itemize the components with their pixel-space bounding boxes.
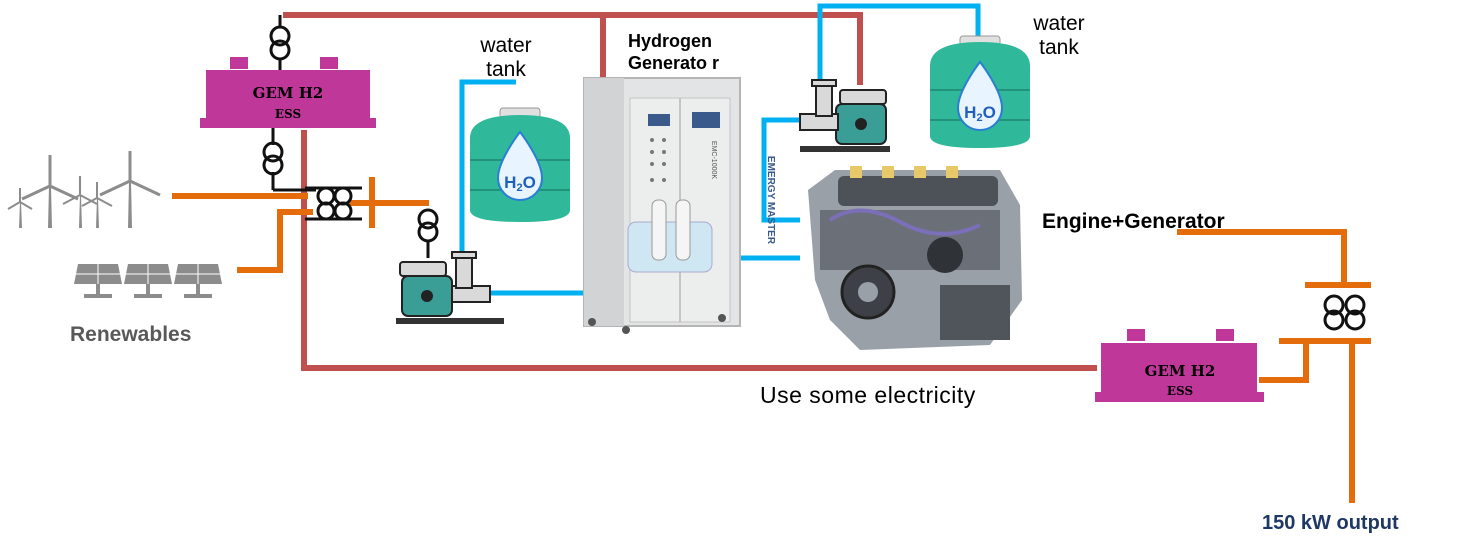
water-pump-right-icon bbox=[799, 79, 890, 152]
wind-turbines-icon bbox=[7, 151, 161, 228]
ess-title: GEM H2 bbox=[253, 84, 324, 102]
svg-text:H2O: H2O bbox=[504, 173, 536, 194]
water-tank-right-label: water tank bbox=[1033, 12, 1085, 59]
wind-turbine-icon bbox=[81, 182, 113, 228]
ess-subtitle: ESS bbox=[275, 107, 301, 121]
water-tank-right-icon: H2O bbox=[930, 35, 1030, 148]
renewables-label: Renewables bbox=[70, 323, 192, 346]
wind-turbine-icon bbox=[62, 176, 98, 228]
wind-turbine-icon bbox=[21, 155, 79, 228]
ess-subtitle: ESS bbox=[1167, 384, 1193, 398]
hydrogen-generator-icon: EMERGY MASTER EMC-1000K bbox=[583, 77, 776, 334]
solar-panels-icon bbox=[74, 264, 222, 298]
water-pump-left-icon bbox=[396, 251, 504, 324]
engine-generator-label: Engine+Generator bbox=[1042, 210, 1225, 233]
output-transformer-icon bbox=[1323, 294, 1366, 331]
engine-generator-icon bbox=[808, 166, 1022, 350]
wind-turbine-icon bbox=[7, 188, 33, 228]
hydrogen-generator-label: Hydrogen Generato r bbox=[628, 31, 720, 73]
ess-battery-bottom: GEM H2 ESS bbox=[1095, 329, 1264, 402]
transformer-icon bbox=[417, 208, 439, 243]
orange-lines bbox=[172, 177, 1371, 503]
double-transformer-icon bbox=[305, 186, 362, 221]
generator-model: EMC-1000K bbox=[710, 141, 717, 179]
black-lines bbox=[271, 15, 430, 258]
ess-title: GEM H2 bbox=[1145, 362, 1216, 380]
wind-turbine-icon bbox=[99, 151, 161, 228]
transformer-icon bbox=[262, 141, 284, 176]
use-electricity-label: Use some electricity bbox=[760, 382, 976, 408]
output-label: 150 kW output bbox=[1262, 512, 1399, 534]
water-tank-left-icon: H2O bbox=[470, 107, 570, 222]
red-line-top bbox=[283, 12, 863, 85]
svg-text:H2O: H2O bbox=[964, 103, 996, 124]
transformer-icon bbox=[269, 25, 291, 61]
generator-brand: EMERGY MASTER bbox=[765, 156, 776, 245]
ess-battery-top: GEM H2 ESS bbox=[200, 57, 376, 128]
water-tank-left-label: water tank bbox=[480, 34, 532, 81]
